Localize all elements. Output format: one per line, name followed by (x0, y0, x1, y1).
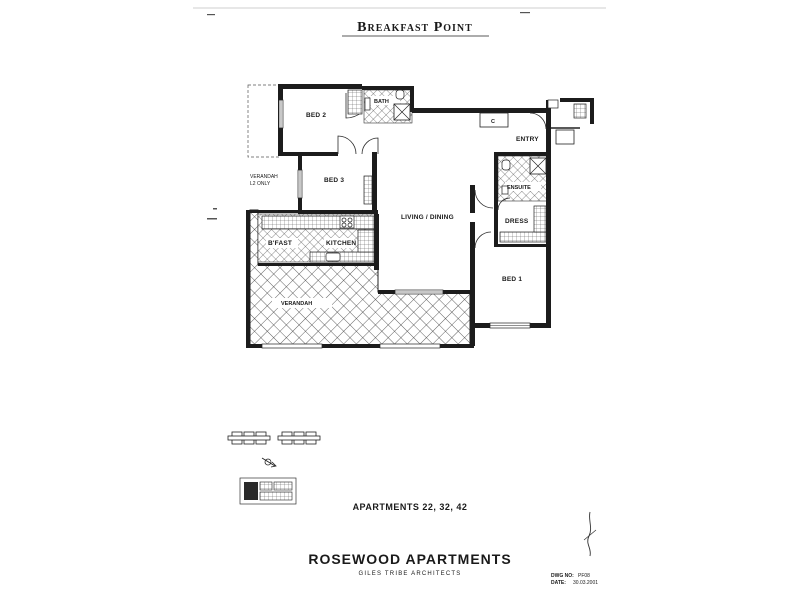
room-label-bed1: BED 1 (502, 276, 522, 283)
room-label-dress: DRESS (505, 218, 529, 225)
room-label-entry: ENTRY (516, 136, 539, 143)
key-plan (227, 431, 321, 505)
north-arrow-icon (261, 457, 277, 468)
project-title: ROSEWOOD APARTMENTS (308, 551, 511, 567)
dwg-value: PF08 (578, 573, 590, 579)
signature-mark (587, 511, 592, 557)
building-block-icon (227, 431, 321, 445)
room-label-kitchen: KITCHEN (326, 240, 356, 247)
ensuite-fixtures (501, 157, 547, 195)
room-label-living-dining: LIVING / DINING (401, 214, 454, 221)
date-value: 30.03.2001 (573, 580, 598, 586)
dwg-label: DWG NO: (551, 573, 574, 579)
verandah-l2-label-line2: L2 ONLY (250, 181, 271, 187)
room-label-bed2: BED 2 (306, 112, 326, 119)
room-label-ensuite: ENSUITE (507, 185, 531, 191)
lobby-fixtures (547, 99, 587, 145)
architect-name: GILES TRIBE ARCHITECTS (359, 571, 462, 577)
scan-marks (207, 12, 530, 220)
windows (261, 99, 531, 349)
header-title: Breakfast Point (357, 20, 473, 35)
verandah-l2-label-line1: VERANDAH (250, 174, 278, 180)
site-location-icon (239, 477, 297, 505)
apartments-label: APARTMENTS 22, 32, 42 (353, 502, 468, 512)
verandah-l2-outline (247, 84, 281, 158)
bath-fixtures (364, 89, 411, 121)
floor-plan: BED 2 BATH C ENTRY ENSUITE DRESS BED 3 L… (246, 84, 594, 349)
room-label-bed3: BED 3 (324, 177, 344, 184)
room-label-bath: BATH (374, 99, 389, 105)
kitchen-benches (261, 215, 375, 263)
room-label-bfast: B'FAST (268, 240, 292, 247)
bed3-wardrobe (363, 175, 373, 205)
room-label-verandah: VERANDAH (281, 301, 312, 307)
cupboard (479, 112, 509, 128)
bed2-wardrobe (347, 89, 363, 115)
room-label-cupboard: C (491, 119, 495, 125)
dress-robes (499, 205, 547, 243)
date-label: DATE: (551, 580, 566, 586)
